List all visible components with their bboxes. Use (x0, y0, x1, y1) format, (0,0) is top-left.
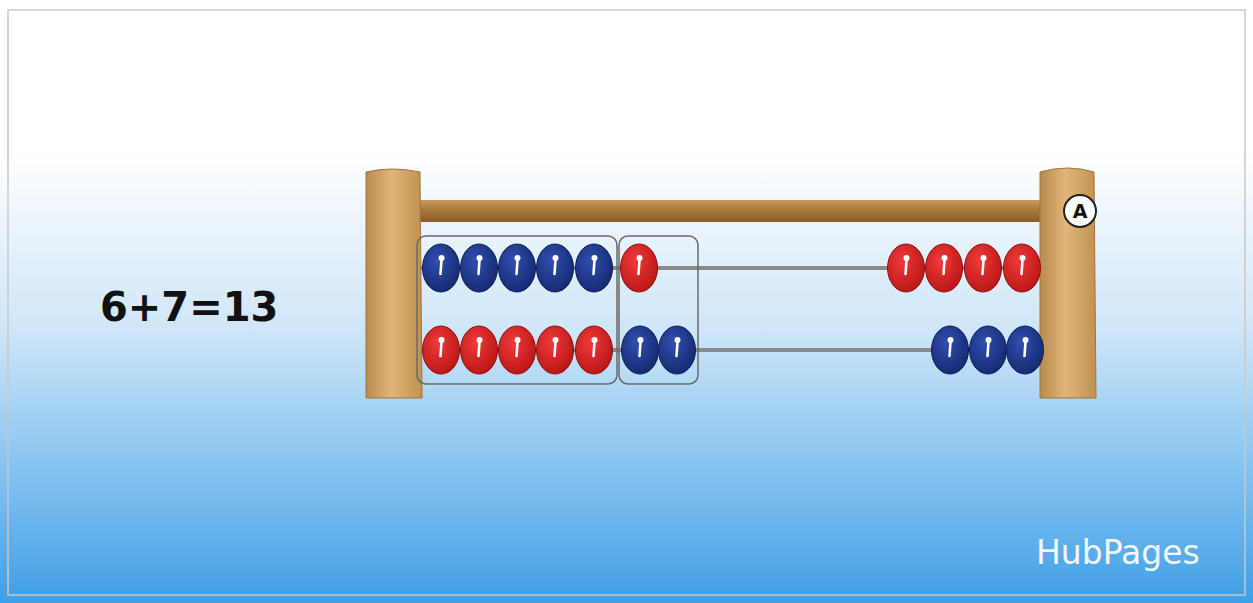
watermark: HubPages (1036, 533, 1200, 572)
callout-circle: A (1063, 194, 1097, 228)
equation-label: 6+7=13 (100, 284, 278, 330)
callout-letter: A (1073, 202, 1088, 221)
